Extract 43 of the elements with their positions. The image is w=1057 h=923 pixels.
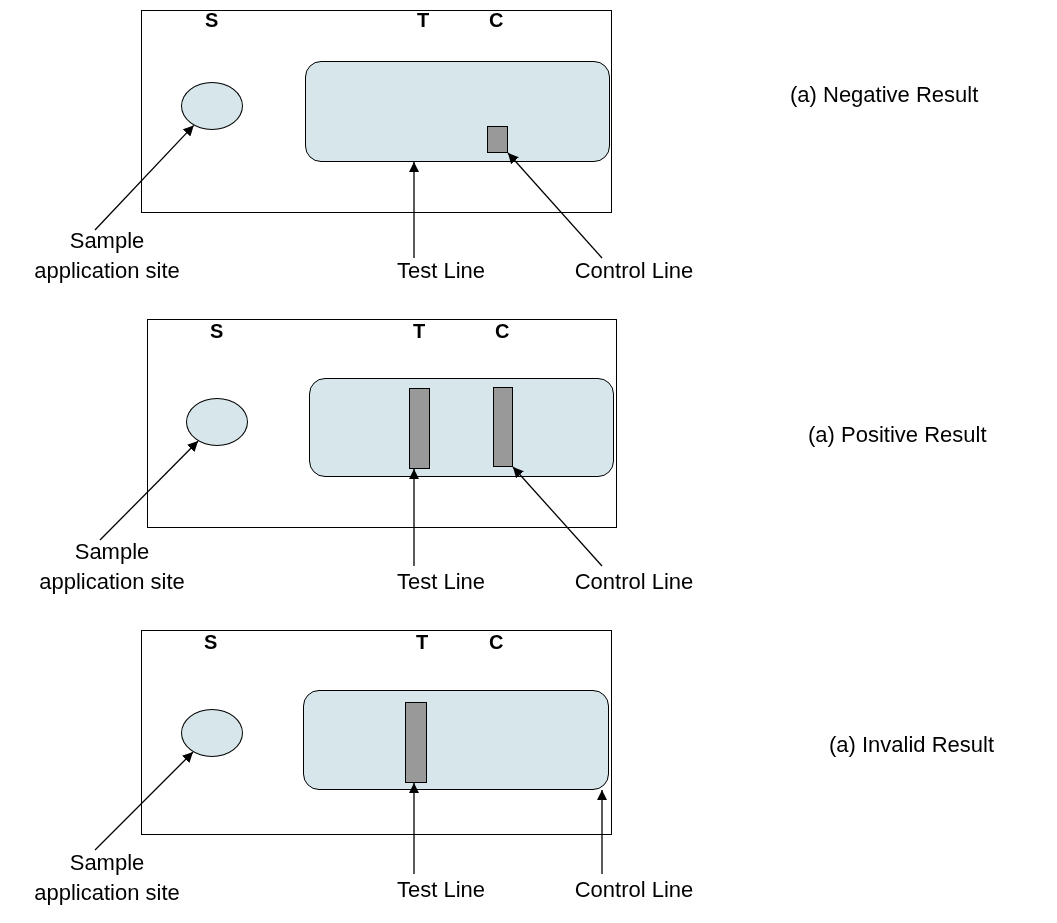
leader-line [512,466,603,567]
callout-label: Control Line [552,567,716,597]
zone-letter: C [495,319,510,343]
leader-line [99,440,199,541]
zone-letter: S [205,8,219,32]
zone-letter: S [210,319,224,343]
leader-line [408,468,420,567]
callout-label: Control Line [552,256,716,286]
control-band [493,387,513,467]
callout-label: Sample application site [22,848,192,908]
leader-line [94,751,194,851]
zone-letter: C [489,8,504,32]
test-band [409,388,430,469]
zone-letter: C [489,630,504,654]
sample-well [186,398,248,446]
result-caption: (a) Invalid Result [829,731,995,759]
zone-letter: T [413,319,426,343]
callout-label: Test Line [384,256,498,286]
zone-letter: T [417,8,430,32]
sample-well [181,709,243,757]
result-window [303,690,609,790]
result-window [305,61,610,162]
leader-line [408,161,420,259]
leader-line [596,789,608,875]
callout-label: Test Line [384,567,498,597]
sample-well [181,82,243,130]
callout-label: Sample application site [27,537,197,597]
control-band [487,126,508,153]
test-band [405,702,427,783]
leader-line [94,124,195,231]
test-cassette [147,319,617,528]
zone-letter: T [416,630,429,654]
leader-line [507,152,603,259]
result-caption: (a) Negative Result [790,81,979,109]
test-cassette [141,10,612,213]
leader-line [408,782,420,875]
callout-label: Control Line [552,875,716,905]
test-cassette [141,630,612,835]
result-window [309,378,614,477]
result-caption: (a) Positive Result [808,421,987,449]
callout-label: Sample application site [22,226,192,286]
zone-letter: S [204,630,218,654]
callout-label: Test Line [384,875,498,905]
